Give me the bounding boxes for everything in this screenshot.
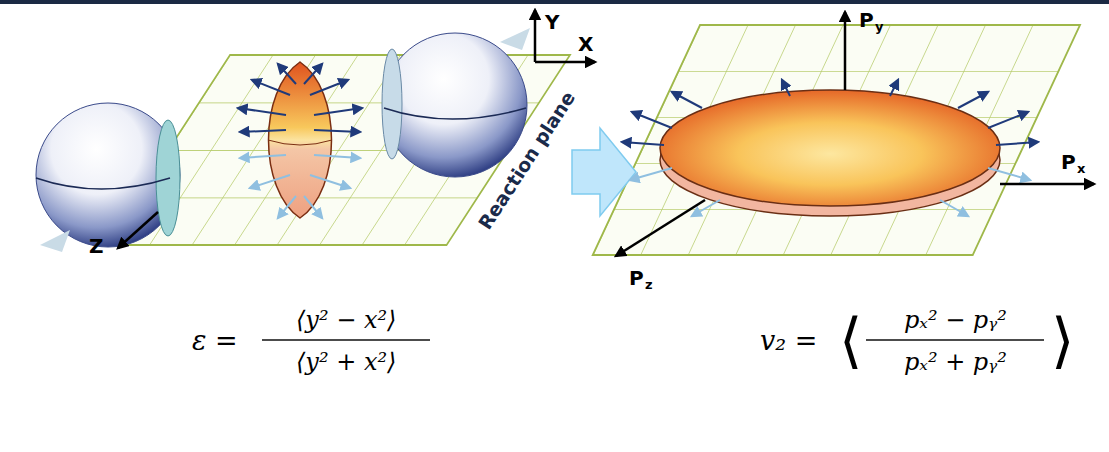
momentum-axes: [616, 12, 1094, 256]
pressure-arrow: [250, 175, 290, 188]
pressure-arrow: [238, 108, 286, 115]
axis-subscript: x: [1077, 162, 1085, 176]
pressure-arrow: [278, 64, 296, 84]
fraction-bar: [866, 339, 1044, 341]
formula-lhs: v₂ =: [760, 326, 817, 356]
pressure-arrow: [304, 64, 322, 84]
axis-label: P: [1061, 151, 1076, 173]
flow-arrow: [622, 142, 664, 145]
pressure-arrow: [278, 196, 296, 218]
nucleus-equator: [384, 108, 526, 119]
momentum-plane-grid: [593, 25, 1080, 255]
nucleus-sphere: [36, 103, 180, 247]
axis-label: P: [629, 267, 644, 289]
flow-arrow: [672, 92, 702, 108]
pressure-arrow: [310, 175, 350, 188]
axis-subscript: z: [645, 278, 653, 292]
angle-bracket: ⟩: [1051, 307, 1074, 373]
transition-arrow: [572, 128, 636, 216]
angle-bracket: ⟨: [839, 307, 862, 373]
nucleus-left: [36, 103, 180, 252]
formula-numerator: ⟨y² − x²⟩: [296, 307, 396, 333]
plane-label: Reaction plane: [475, 88, 580, 233]
fraction-bar: [262, 339, 430, 341]
formula-denominator: pₓ² + pᵧ²: [904, 349, 1007, 375]
pressure-arrows-lower: [240, 155, 360, 218]
nucleus-cut-face: [382, 49, 402, 159]
pressure-arrow: [314, 155, 360, 158]
plane-ground: [593, 25, 1080, 255]
axis-arrow: [534, 10, 537, 62]
top-band: [0, 0, 1109, 4]
pressure-arrow: [304, 196, 322, 218]
formula-denominator: ⟨y² + x²⟩: [296, 349, 396, 375]
axis-arrow: [1000, 183, 1094, 186]
coordinate-axes: [118, 10, 595, 248]
pressure-arrow: [252, 80, 290, 95]
almond-equator: [268, 140, 332, 145]
ellipsoid-top: [660, 90, 1000, 206]
almond-shape: [269, 62, 332, 218]
flow-arrow: [940, 200, 968, 216]
overlap-zone: [268, 62, 332, 218]
axis-label: P: [859, 9, 874, 31]
nucleus-sphere: [383, 33, 527, 177]
plane-grid: [593, 25, 1080, 255]
flow-arrows: [622, 80, 1038, 145]
motion-arrow: [500, 28, 530, 50]
motion-arrow: [40, 230, 70, 252]
axis-arrow: [616, 200, 705, 256]
pressure-arrows: [238, 64, 362, 132]
flow-arrow: [988, 112, 1028, 128]
axis-subscript: y: [875, 20, 883, 34]
nucleus-equator: [36, 178, 170, 189]
axis-label: Y: [545, 11, 559, 33]
pressure-arrow: [314, 108, 362, 115]
flow-arrow: [630, 168, 672, 180]
flow-arrow: [890, 80, 898, 96]
flow-arrow: [996, 142, 1038, 145]
pressure-arrow: [240, 130, 286, 132]
nucleus-right: [382, 28, 530, 177]
flow-arrow: [692, 200, 720, 216]
flow-arrow: [632, 112, 672, 128]
flow-arrow: [782, 80, 790, 96]
axis-label: X: [578, 33, 593, 55]
pressure-arrow: [314, 130, 360, 132]
pressure-arrow: [310, 80, 348, 95]
axis-arrow: [535, 61, 595, 64]
axis-label: Z: [89, 235, 104, 257]
axis-arrow: [844, 12, 847, 90]
axis-arrow: [118, 212, 158, 248]
flow-arrow: [988, 168, 1030, 180]
flow-arrow: [958, 92, 988, 108]
formula-lhs: ε =: [192, 326, 238, 356]
momentum-ellipsoid: [660, 90, 1000, 216]
formula-numerator: pₓ² − pᵧ²: [904, 307, 1007, 333]
pressure-arrow: [240, 155, 286, 158]
